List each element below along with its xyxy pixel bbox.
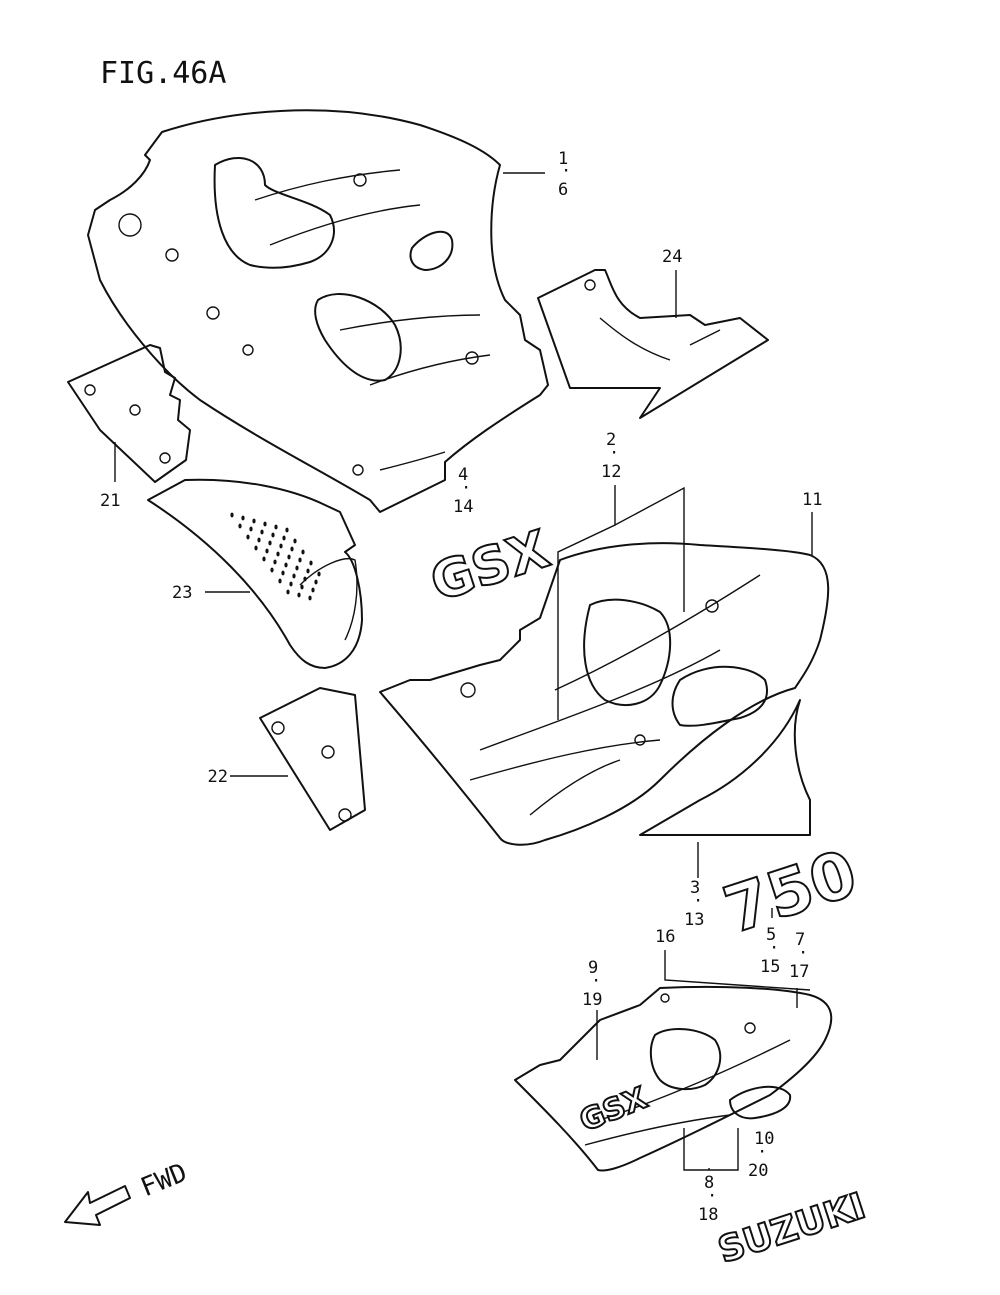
mesh-hole	[286, 589, 290, 595]
mesh-hole	[270, 567, 274, 573]
mesh-hole	[274, 524, 278, 530]
mesh-hole	[276, 551, 280, 557]
lower-cowling-part-11	[379, 542, 830, 846]
mesh-hole	[300, 584, 304, 590]
mesh-hole	[279, 543, 283, 549]
callout-24: 24	[662, 247, 682, 267]
callout-19: 19	[582, 990, 602, 1010]
callout-9-sep: ·	[591, 971, 601, 991]
mesh-hole	[273, 559, 277, 565]
mesh-hole	[284, 562, 288, 568]
callout-5-sep: ·	[769, 938, 779, 958]
mesh-hole	[317, 571, 321, 577]
callout-3: 3	[690, 878, 700, 898]
mesh-hole	[298, 557, 302, 563]
model-750-decal: 750	[716, 837, 866, 949]
mesh-hole	[285, 527, 289, 533]
callout-17: 17	[789, 962, 809, 982]
mesh-hole	[306, 568, 310, 574]
callout-10-sep: ·	[757, 1142, 767, 1162]
mesh-hole	[265, 548, 269, 554]
mesh-hole	[254, 545, 258, 551]
callout-22: 22	[208, 767, 228, 787]
mesh-hole	[257, 537, 261, 543]
gsxr-decal-upper: GSX	[424, 520, 557, 614]
mesh-hole	[238, 523, 242, 529]
figure-title: FIG.46A	[100, 56, 226, 91]
mesh-hole	[263, 521, 267, 527]
mesh-hole	[262, 556, 266, 562]
callout-12: 12	[601, 462, 621, 482]
leader-lines	[114, 172, 813, 1171]
fwd-label: FWD	[137, 1158, 192, 1203]
mesh-hole	[282, 535, 286, 541]
mesh-hole	[249, 526, 253, 532]
mesh-hole	[301, 549, 305, 555]
callout-15: 15	[760, 957, 780, 977]
callout-21: 21	[100, 491, 120, 511]
forward-direction-indicator: FWD	[64, 1158, 192, 1226]
mesh-hole	[293, 538, 297, 544]
mesh-hole	[278, 578, 282, 584]
mesh-hole	[268, 540, 272, 546]
callout-16: 16	[655, 927, 675, 947]
mesh-hole	[241, 515, 245, 521]
callout-1-sep: ·	[561, 161, 571, 181]
callout-4: 4	[458, 465, 468, 485]
mesh-hole	[289, 581, 293, 587]
callout-8-sep: ·	[707, 1186, 717, 1206]
mesh-hole	[308, 595, 312, 601]
mesh-hole	[260, 529, 264, 535]
callout-labels: 1 · 6 24 2 · 12 11 4 · 14 21 23 22 3 · 1…	[100, 149, 822, 1225]
callout-7: 7	[795, 930, 805, 950]
callout-2: 2	[606, 430, 616, 450]
bracket-panel-part-21	[67, 344, 191, 483]
upper-side-fairing	[87, 109, 549, 513]
gsxr-decal-lower: GSX	[575, 1081, 652, 1139]
mesh-hole	[246, 534, 250, 540]
callout-5: 5	[766, 925, 776, 945]
callout-13: 13	[684, 910, 704, 930]
mesh-hole	[295, 565, 299, 571]
bracket-panel-part-22	[259, 687, 366, 831]
lower-cowling-part-16	[514, 985, 833, 1172]
mesh-hole	[311, 587, 315, 593]
mesh-hole	[271, 532, 275, 538]
callout-10: 10	[754, 1129, 774, 1149]
callout-4-sep: ·	[461, 478, 471, 498]
callout-23: 23	[172, 583, 192, 603]
callout-9: 9	[588, 958, 598, 978]
mesh-hole	[292, 573, 296, 579]
mesh-perforation	[230, 512, 321, 601]
mesh-hole	[314, 579, 318, 585]
callout-1: 1	[558, 149, 568, 169]
callout-18: 18	[698, 1205, 718, 1225]
callout-7-sep: ·	[798, 943, 808, 963]
mesh-hole	[297, 592, 301, 598]
callout-11: 11	[802, 490, 822, 510]
callout-8: 8	[704, 1173, 714, 1193]
mesh-hole	[252, 518, 256, 524]
mesh-cover-part-23	[147, 478, 363, 669]
mesh-hole	[303, 576, 307, 582]
callout-2-sep: ·	[609, 443, 619, 463]
suzuki-decal: SUZUKI	[713, 1186, 870, 1272]
forward-arrow-icon	[64, 1185, 131, 1226]
callout-3-sep: ·	[693, 891, 703, 911]
mesh-hole	[290, 546, 294, 552]
callout-20: 20	[748, 1161, 768, 1181]
inner-panel-part-24	[537, 269, 769, 419]
callout-6: 6	[558, 180, 568, 200]
callout-14: 14	[453, 497, 473, 517]
mesh-hole	[287, 554, 291, 560]
mesh-hole	[281, 570, 285, 576]
mesh-hole	[309, 560, 313, 566]
mesh-hole	[230, 512, 234, 518]
